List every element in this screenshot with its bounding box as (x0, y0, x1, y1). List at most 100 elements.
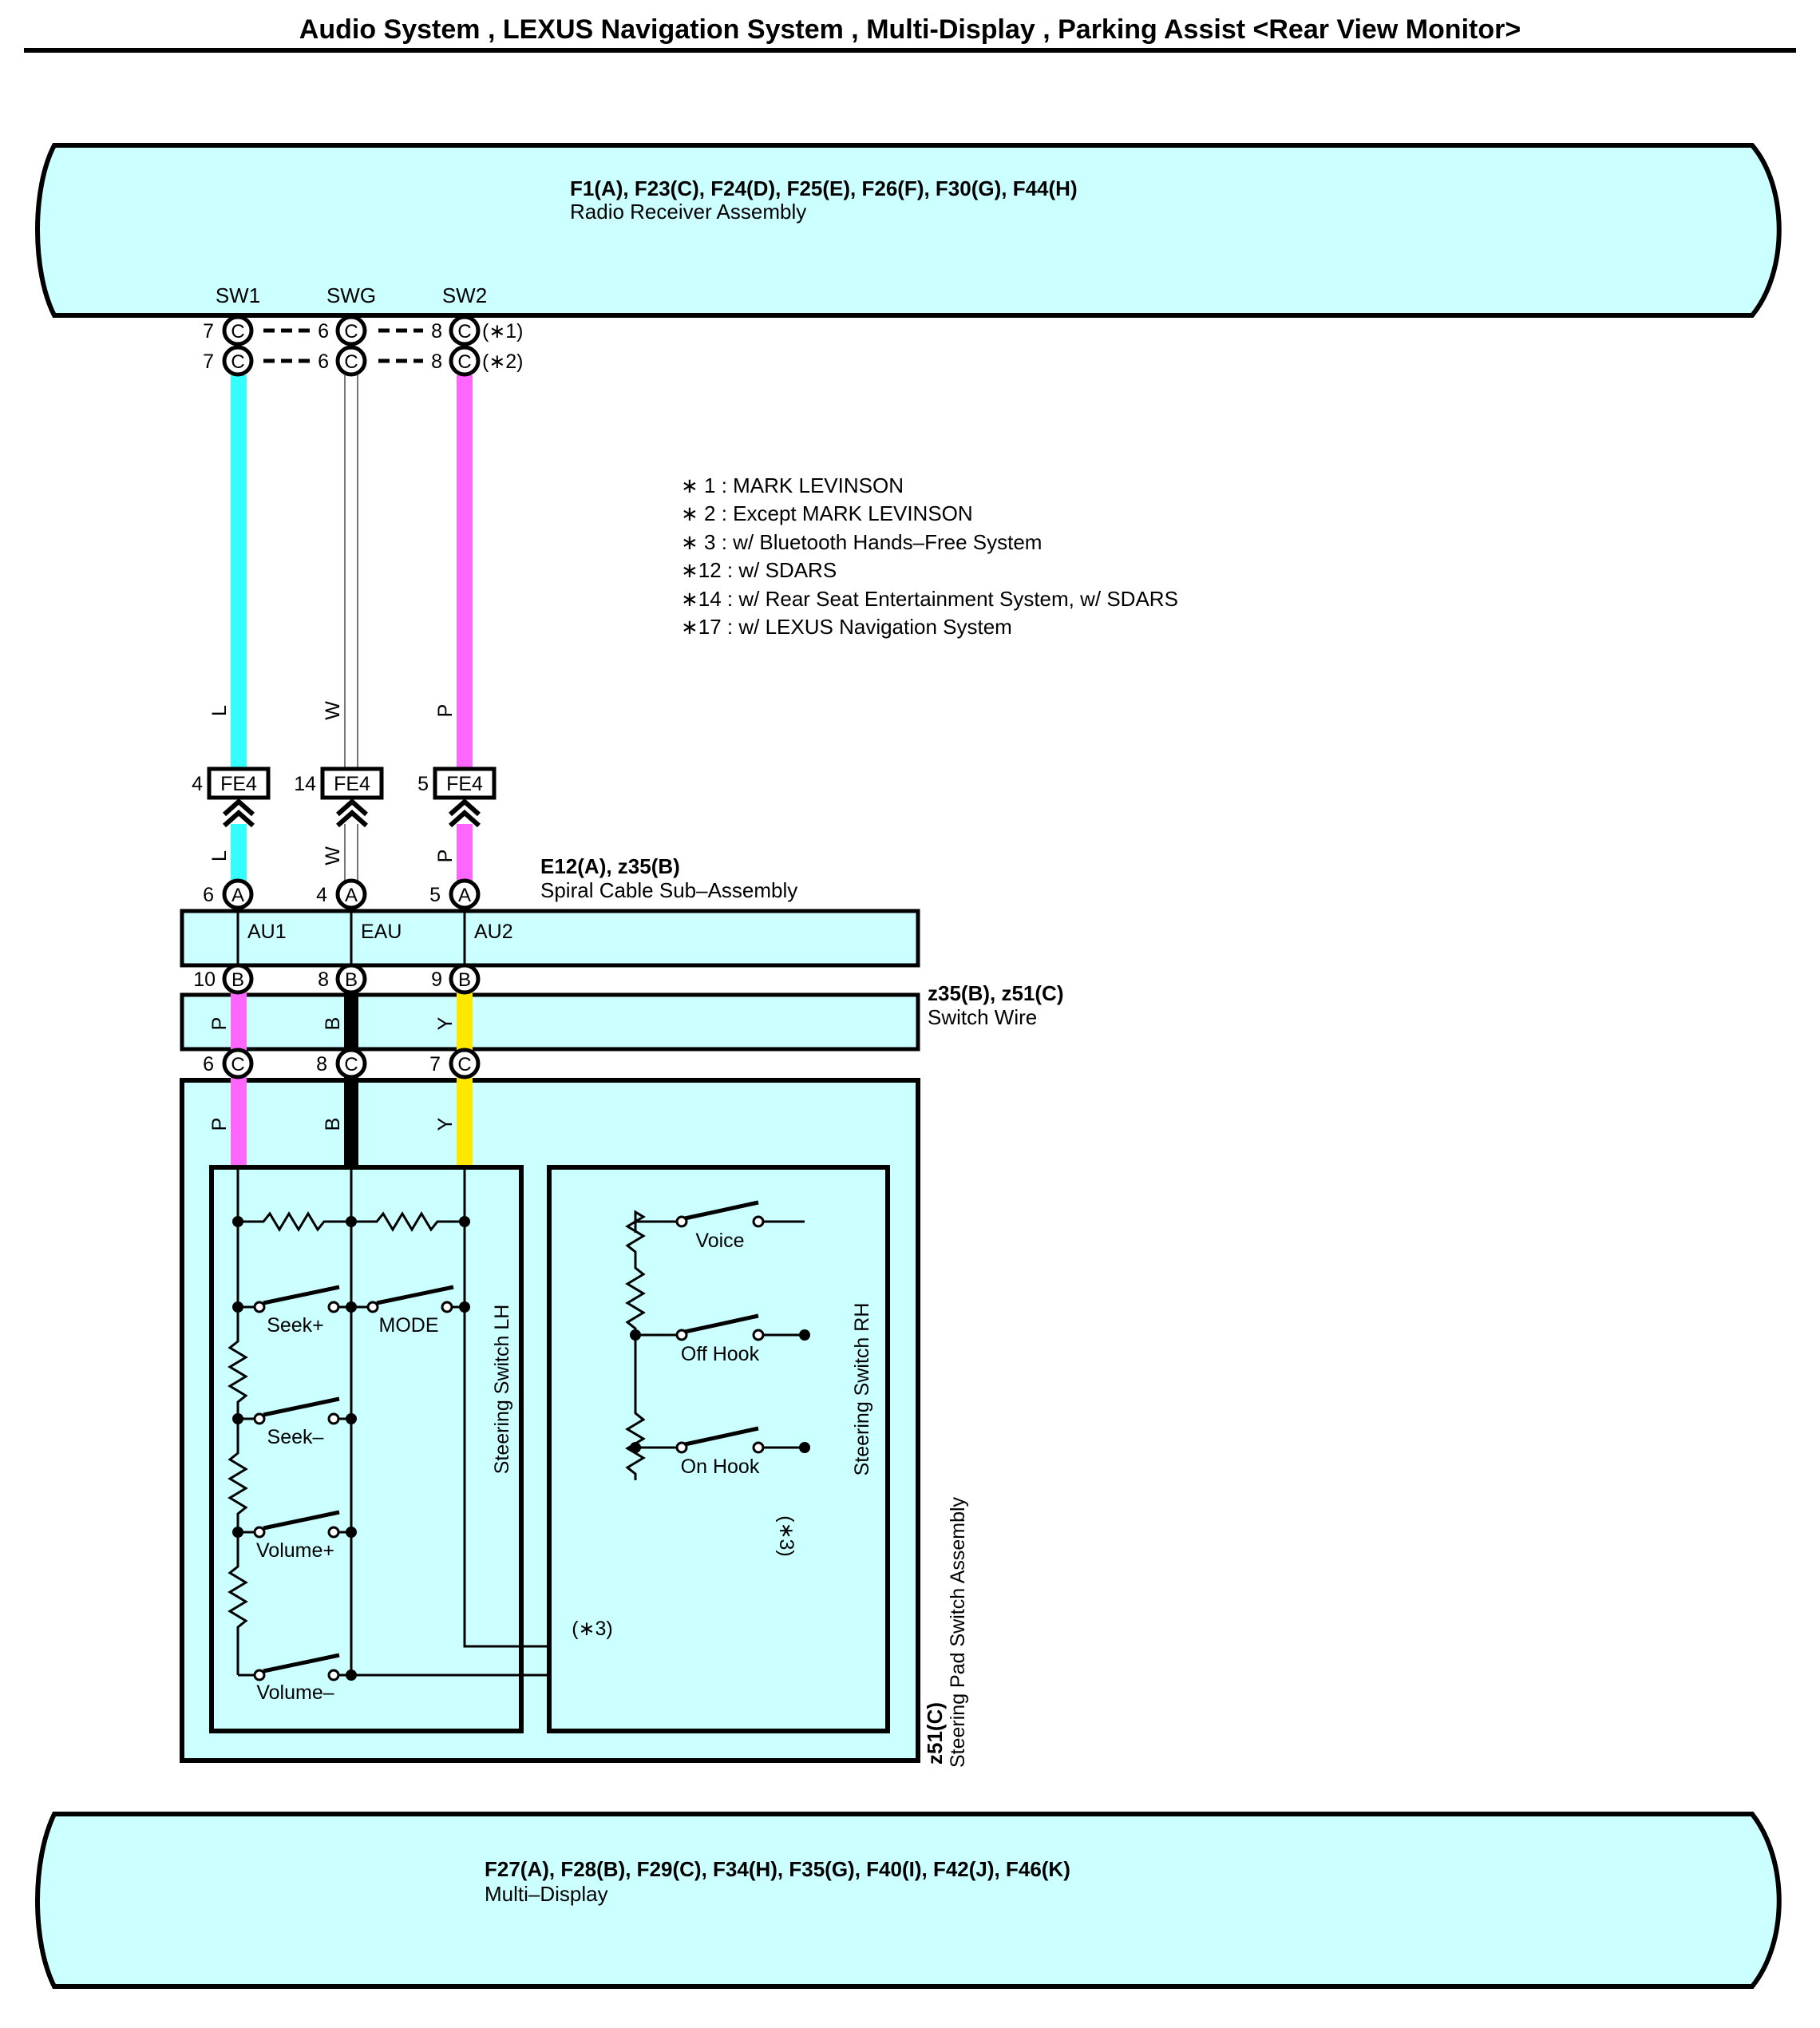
wire-color-label: L (208, 850, 231, 862)
pin-number: 4 (316, 884, 327, 906)
wire-color-label: Y (434, 1016, 457, 1030)
pin-c-sw1-row2 (222, 345, 254, 377)
wire-color-label: Y (434, 1117, 457, 1131)
connector-letter: B (231, 969, 244, 991)
wire-color-label: B (322, 1017, 344, 1031)
multi-display-panel (35, 1812, 1782, 1989)
terminal-swg: SWG (326, 283, 376, 307)
connector-row-links (263, 328, 423, 363)
note-line: ∗12 : w/ SDARS (681, 558, 837, 582)
pin-c-p (222, 1048, 254, 1079)
variant-note: (∗2) (482, 351, 524, 373)
spiral-b-connectors: B B B 10 8 9 (193, 963, 481, 995)
pin-number: 8 (316, 1053, 327, 1075)
pin-number: 8 (431, 351, 442, 373)
radio-receiver-name: Radio Receiver Assembly (570, 200, 806, 224)
wire-color-label: P (208, 1017, 231, 1031)
fe4-label: FE4 (220, 773, 257, 795)
pin-c-sw2-row2 (449, 345, 481, 377)
switch-label-on-hook: On Hook (681, 1456, 760, 1478)
switch-wire-codes: z35(B), z51(C) (928, 981, 1063, 1005)
receiver-row2-connectors: C C C 7 6 8 (∗2) (203, 345, 524, 377)
pin-b-au1 (222, 963, 254, 995)
note-line: ∗ 2 : Except MARK LEVINSON (681, 501, 973, 525)
pin-number: 6 (203, 884, 214, 906)
pin-number: 7 (203, 320, 214, 343)
receiver-row1-connectors: C C C 7 6 8 (∗1) (203, 315, 524, 347)
switch-wire-box (180, 992, 920, 1052)
fe4-box-w (320, 766, 384, 800)
note-line: ∗17 : w/ LEXUS Navigation System (681, 615, 1012, 639)
multi-display-name: Multi–Display (485, 1882, 608, 1906)
connector-letter: C (231, 1054, 244, 1075)
rh-variant-note: (∗3) (775, 1515, 797, 1557)
connector-letter: B (458, 969, 471, 991)
wire-l-mid (231, 824, 247, 894)
spiral-cable-name: Spiral Cable Sub–Assembly (540, 878, 797, 902)
connector-letter: C (344, 351, 358, 373)
steering-switch-rh-box (547, 1165, 890, 1733)
chevron-icon (449, 798, 481, 817)
chevron-icon (449, 809, 481, 828)
connector-letter: C (231, 321, 244, 343)
lh-top-resistor-right (351, 1211, 465, 1232)
chevron-icon (336, 809, 368, 828)
pin-number: 6 (318, 351, 329, 373)
wire-y-pad (457, 1064, 473, 1167)
switch-label-off-hook: Off Hook (681, 1343, 760, 1365)
connector-letter: C (457, 321, 471, 343)
wire-color-label: W (322, 701, 344, 720)
pin-b-eau (335, 963, 367, 995)
rh-nodes (630, 1215, 810, 1454)
connector-letter: C (344, 321, 358, 343)
terminal-au1: AU1 (247, 921, 287, 943)
fe4-label: FE4 (334, 773, 370, 795)
pin-b-au2 (449, 963, 481, 995)
switch-label-mode: MODE (379, 1314, 439, 1337)
chevron-icon (223, 798, 255, 817)
switch-label-seek-plus: Seek+ (267, 1314, 324, 1337)
multi-display-codes: F27(A), F28(B), F29(C), F34(H), F35(G), … (485, 1857, 1070, 1881)
pin-number: 8 (431, 320, 442, 343)
fe4-box-l (207, 766, 271, 800)
wire-p-mid (457, 824, 473, 894)
pin-c-swg-row1 (335, 315, 367, 347)
pin-a-au1 (222, 878, 254, 910)
wire-p-switchwire (231, 979, 247, 1064)
pin-c-sw2-row1 (449, 315, 481, 347)
terminal-sw1: SW1 (216, 283, 260, 307)
fe4-junction: FE4 FE4 FE4 4 14 5 (192, 766, 497, 800)
pin-number: 10 (193, 968, 216, 991)
switch-wire-name: Switch Wire (928, 1005, 1037, 1029)
pin-number: 5 (417, 773, 429, 795)
lh-left-rail (228, 1167, 248, 1675)
wire-b-switchwire (344, 979, 358, 1064)
pin-number: 6 (318, 320, 329, 343)
chevron-icon (336, 798, 368, 817)
wire-color-label: W (322, 846, 344, 865)
pin-number: 14 (294, 773, 316, 795)
pin-number: 5 (429, 884, 441, 906)
notes-legend: ∗ 1 : MARK LEVINSON ∗ 2 : Except MARK LE… (681, 473, 1178, 639)
steering-switch-lh-title: Steering Switch LH (491, 1305, 513, 1475)
wire-p-upper (457, 375, 473, 774)
wire-color-label: P (434, 850, 457, 863)
spiral-cable-box (180, 909, 920, 968)
steering-pad-assembly-code: z51(C) (923, 1702, 947, 1765)
wire-b-pad (344, 1064, 358, 1167)
bottom-variant-note: (∗3) (572, 1618, 613, 1640)
pin-c-sw1-row1 (222, 315, 254, 347)
lh-nodes (232, 1216, 470, 1681)
page-title: Audio System , LEXUS Navigation System ,… (299, 14, 1521, 45)
switch-label-volume-plus: Volume+ (256, 1539, 334, 1562)
connector-letter: A (345, 885, 358, 906)
switch-wire-c-connectors: C C C 6 8 7 (203, 1048, 481, 1079)
connector-letter: C (344, 1054, 358, 1075)
terminal-eau: EAU (361, 921, 402, 943)
pin-number: 6 (203, 1053, 214, 1075)
note-line: ∗ 1 : MARK LEVINSON (681, 473, 904, 497)
pin-number: 4 (192, 773, 203, 795)
switch-label-seek-minus: Seek– (267, 1426, 324, 1448)
pin-c-swg-row2 (335, 345, 367, 377)
variant-note: (∗1) (482, 320, 524, 343)
